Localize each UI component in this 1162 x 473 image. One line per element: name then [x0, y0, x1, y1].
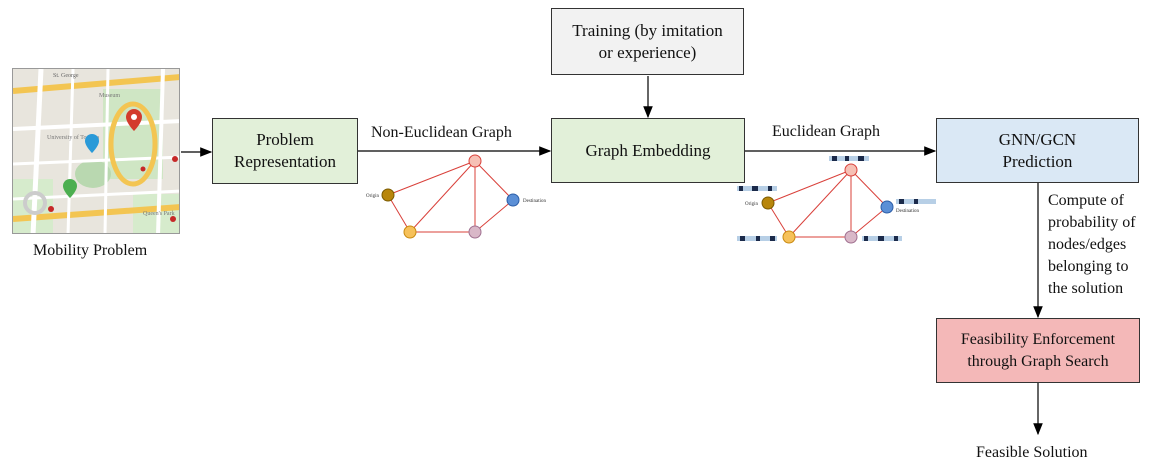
map-label-university: University of Toronto	[47, 134, 99, 141]
non-euclidean-graph: Origin Destination	[366, 154, 547, 239]
origin-label: Origin	[745, 202, 759, 207]
embedding-vector	[829, 156, 869, 161]
origin-label: Origin	[366, 194, 380, 199]
graph-node	[468, 154, 482, 168]
graph-node	[403, 225, 417, 239]
feasible-solution-label: Feasible Solution	[976, 444, 1088, 461]
training-box: Training (by imitation or experience)	[551, 8, 744, 75]
euclidean-graph-label: Euclidean Graph	[772, 123, 880, 140]
graph-node	[844, 163, 858, 177]
mobility-problem-label: Mobility Problem	[33, 242, 148, 259]
embedding-vector	[737, 186, 777, 191]
map-pin-green-icon	[63, 179, 77, 198]
gnn-prediction-box: GNN/GCN Prediction	[936, 118, 1139, 183]
non-euclidean-graph-label: Non-Euclidean Graph	[371, 124, 512, 141]
map-label-park: Queen's Park	[143, 211, 175, 217]
destination-label: Destination	[523, 199, 547, 204]
graph-node	[468, 225, 482, 239]
graph-node-origin	[761, 196, 775, 210]
map-pin-blue-icon	[85, 134, 99, 153]
graph-embedding-box: Graph Embedding	[551, 118, 745, 183]
map-illustration: St. George University of Toronto Museum …	[13, 69, 179, 233]
mobility-map-image: St. George University of Toronto Museum …	[12, 68, 180, 234]
compute-probability-label: Compute of probability of nodes/edges be…	[1048, 192, 1136, 297]
embedding-vector	[862, 236, 902, 241]
embedding-vector	[737, 236, 777, 241]
graph-node-destination	[506, 193, 520, 207]
graph-node-origin	[381, 188, 395, 202]
graph-node	[844, 230, 858, 244]
map-pin-red-icon	[126, 109, 142, 131]
map-label-street: St. George	[53, 73, 79, 79]
feasibility-enforcement-box: Feasibility Enforcement through Graph Se…	[936, 318, 1140, 383]
graph-node	[782, 230, 796, 244]
destination-label: Destination	[896, 209, 920, 214]
map-label-museum: Museum	[99, 93, 120, 99]
euclidean-graph: Origin Destination	[737, 156, 936, 244]
problem-representation-box: Problem Representation	[212, 118, 358, 184]
embedding-vector	[896, 199, 936, 204]
graph-node-destination	[880, 200, 894, 214]
